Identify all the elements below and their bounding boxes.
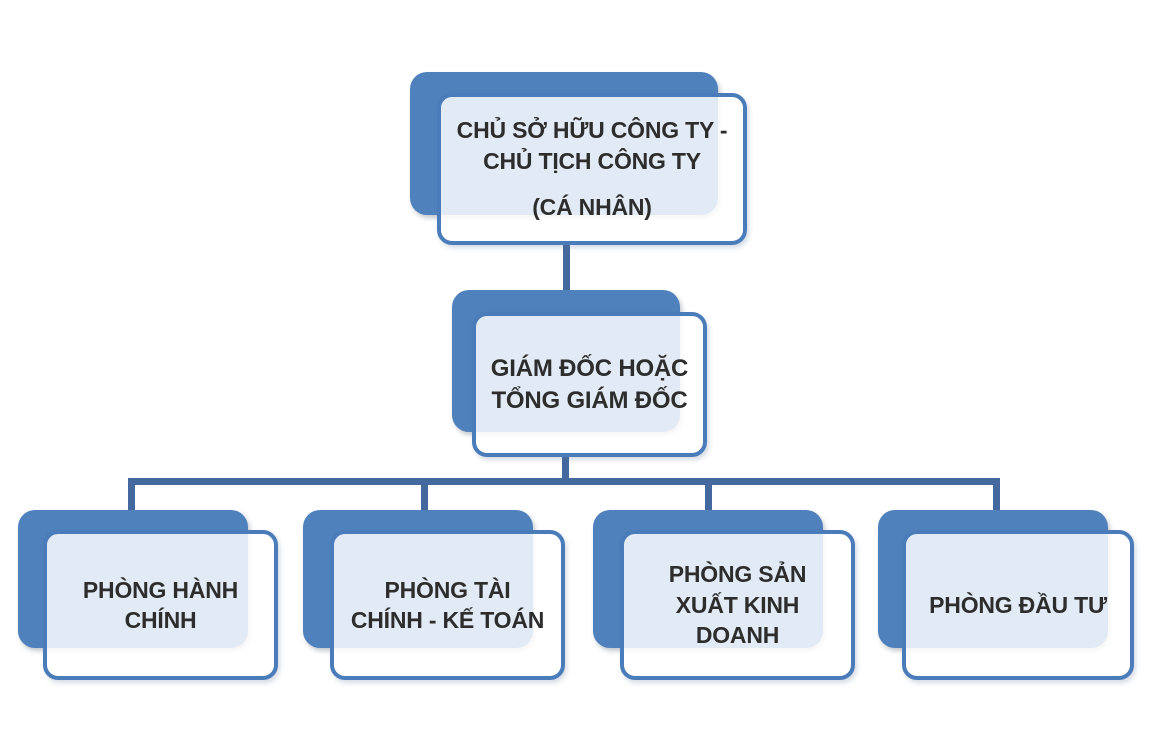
dept-production-node: PHÒNG SẢN XUẤT KINH DOANH [620,530,855,680]
connector-drop-dept-4 [993,478,1000,511]
owner-node: CHỦ SỞ HỮU CÔNG TY - CHỦ TỊCH CÔNG TY (C… [437,93,747,245]
dept-admin-node: PHÒNG HÀNH CHÍNH [43,530,278,680]
director-node: GIÁM ĐỐC HOẶC TỔNG GIÁM ĐỐC [472,312,707,457]
dept-production-label: PHÒNG SẢN XUẤT KINH DOANH [668,561,807,649]
dept-finance-label: PHÒNG TÀI CHÍNH - KẾ TOÁN [350,576,545,633]
owner-node-sublabel: (CÁ NHÂN) [532,194,652,221]
director-node-label: GIÁM ĐỐC HOẶC TỔNG GIÁM ĐỐC [490,354,689,414]
connector-horizontal-bar [128,478,1000,485]
connector-drop-dept-1 [128,478,135,511]
connector-drop-dept-3 [705,478,712,511]
connector-drop-dept-2 [421,478,428,511]
dept-investment-label: PHÒNG ĐẦU TƯ [929,591,1107,618]
connector-director-stem [562,454,569,481]
connector-owner-director [563,243,570,293]
dept-finance-node: PHÒNG TÀI CHÍNH - KẾ TOÁN [330,530,565,680]
owner-node-label: CHỦ SỞ HỮU CÔNG TY - CHỦ TỊCH CÔNG TY [456,117,728,174]
dept-admin-label: PHÒNG HÀNH CHÍNH [82,576,239,633]
dept-investment-node: PHÒNG ĐẦU TƯ [902,530,1134,680]
